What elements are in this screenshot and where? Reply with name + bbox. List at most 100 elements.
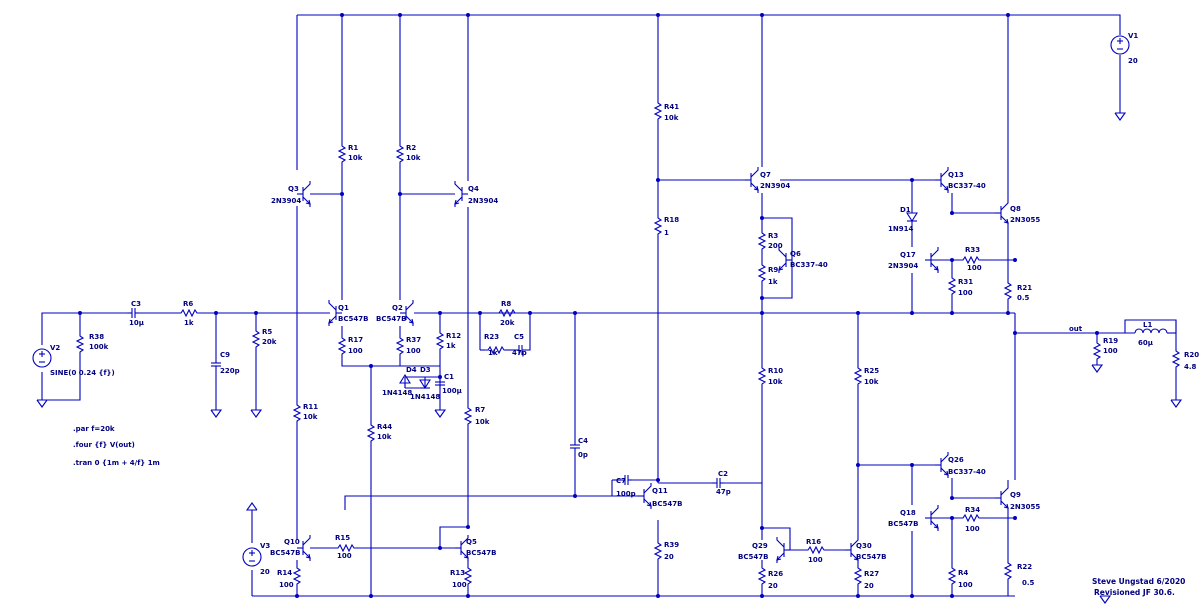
label-c2-value: 47p [716, 488, 731, 496]
transistor-q11-symbol [637, 482, 652, 510]
diode-d4-symbol [399, 373, 411, 388]
label-r6-name: R6 [183, 300, 193, 308]
label-q5-value: BC547B [466, 549, 496, 557]
signature-block: Steve Ungstad 6/2020 Revisioned JF 30.6. [1092, 577, 1185, 597]
label-q3-value: 2N3904 [271, 197, 301, 205]
label-q1-name: Q1 [338, 304, 349, 312]
label-r27-value: 20 [864, 582, 874, 590]
label-r22-name: R22 [1017, 563, 1032, 571]
resistor-r38-symbol [76, 332, 84, 354]
label-r27-name: R27 [864, 570, 879, 578]
label-r1-name: R1 [348, 144, 358, 152]
label-q11-name: Q11 [652, 487, 668, 495]
label-q5-name: Q5 [466, 538, 477, 546]
resistor-r11-symbol [293, 401, 301, 423]
transistor-q7-symbol [744, 166, 759, 194]
label-v1-name: V1 [1128, 32, 1138, 40]
inductor-l1-symbol [1134, 328, 1168, 334]
label-r44-value: 10k [377, 433, 392, 441]
capacitor-c2-symbol [711, 477, 725, 489]
resistor-r25-symbol [854, 364, 862, 386]
resistor-r33-symbol [959, 256, 981, 264]
capacitor-c3-symbol [126, 307, 140, 319]
source-v1-symbol [1110, 35, 1130, 55]
diode-d3-symbol [419, 377, 431, 390]
label-r17-value: 100 [348, 347, 363, 355]
label-c1-name: C1 [444, 373, 454, 381]
label-r3-name: R3 [768, 232, 778, 240]
label-r21-value: 0.5 [1017, 294, 1030, 302]
label-r11-name: R11 [303, 403, 318, 411]
resistor-r12-symbol [436, 329, 444, 351]
label-r3-value: 200 [768, 242, 783, 250]
label-c9-name: C9 [220, 351, 230, 359]
diode-d1-symbol [906, 212, 918, 225]
ground-icon [36, 399, 48, 408]
label-r33-name: R33 [965, 246, 980, 254]
label-r25-value: 10k [864, 378, 879, 386]
label-q17-value: 2N3904 [888, 262, 918, 270]
label-q29-value: BC547B [738, 553, 768, 561]
ground-icon [1099, 595, 1111, 604]
label-r14-value: 100 [279, 581, 294, 589]
label-q3-name: Q3 [288, 185, 299, 193]
signature-line-1: Steve Ungstad 6/2020 [1092, 577, 1185, 586]
ground-icon [210, 409, 222, 418]
label-q2-value: BC547B [376, 315, 406, 323]
resistor-r1-symbol [338, 142, 346, 164]
label-r25-name: R25 [864, 367, 879, 375]
resistor-r2-symbol [396, 142, 404, 164]
label-c7-value: 100p [616, 490, 636, 498]
resistor-r21-symbol [1004, 279, 1012, 301]
label-r21-name: R21 [1017, 284, 1032, 292]
label-q30-value: BC547B [856, 553, 886, 561]
label-d3-name: D3 [420, 366, 431, 374]
resistor-r19-symbol [1093, 339, 1101, 361]
label-r19-name: R19 [1103, 337, 1118, 345]
transistor-q9-symbol [994, 484, 1009, 512]
label-c4-value: 0p [578, 451, 588, 459]
label-r31-value: 100 [958, 289, 973, 297]
label-r2-name: R2 [406, 144, 416, 152]
label-q9-value: 2N3055 [1010, 503, 1040, 511]
label-r18-name: R18 [664, 216, 679, 224]
source-v3-symbol [242, 547, 262, 567]
transistor-q26-symbol [934, 451, 949, 479]
label-q17-name: Q17 [900, 251, 916, 259]
label-q9-name: Q9 [1010, 491, 1021, 499]
label-r17-name: R17 [348, 336, 363, 344]
label-v1-value: 20 [1128, 57, 1138, 65]
label-r15-name: R15 [335, 534, 350, 542]
label-r31-name: R31 [958, 278, 973, 286]
ground-icon [1170, 399, 1182, 408]
label-r7-name: R7 [475, 406, 485, 414]
label-r39-value: 20 [664, 553, 674, 561]
resistor-r31-symbol [948, 274, 956, 296]
label-c3-name: C3 [131, 300, 141, 308]
label-q11-value: BC547B [652, 500, 682, 508]
label-r7-value: 10k [475, 418, 490, 426]
label-r22-value: 0.5 [1022, 579, 1035, 587]
transistor-q13-symbol [934, 166, 949, 194]
label-d4-name: D4 [406, 366, 417, 374]
transistor-q4-symbol [454, 180, 469, 208]
label-v2-name: V2 [50, 344, 60, 352]
label-d3-value: 1N4148 [410, 393, 440, 401]
label-r9-value: 1k [768, 278, 778, 286]
label-r33-value: 100 [967, 264, 982, 272]
label-q10-value: BC547B [270, 549, 300, 557]
label-r37-name: R37 [406, 336, 421, 344]
label-r34-name: R34 [965, 506, 980, 514]
label-q6-name: Q6 [790, 250, 801, 258]
resistor-r16-symbol [804, 546, 826, 554]
label-v3-name: V3 [260, 542, 270, 550]
label-r37-value: 100 [406, 347, 421, 355]
resistor-r18-symbol [654, 214, 662, 236]
net-label-out: out [1069, 325, 1083, 333]
label-r4-value: 100 [958, 581, 973, 589]
label-q7-name: Q7 [760, 171, 771, 179]
label-c1-value: 100µ [442, 387, 462, 395]
label-l1-value: 60µ [1138, 339, 1153, 347]
label-r39-name: R39 [664, 541, 679, 549]
